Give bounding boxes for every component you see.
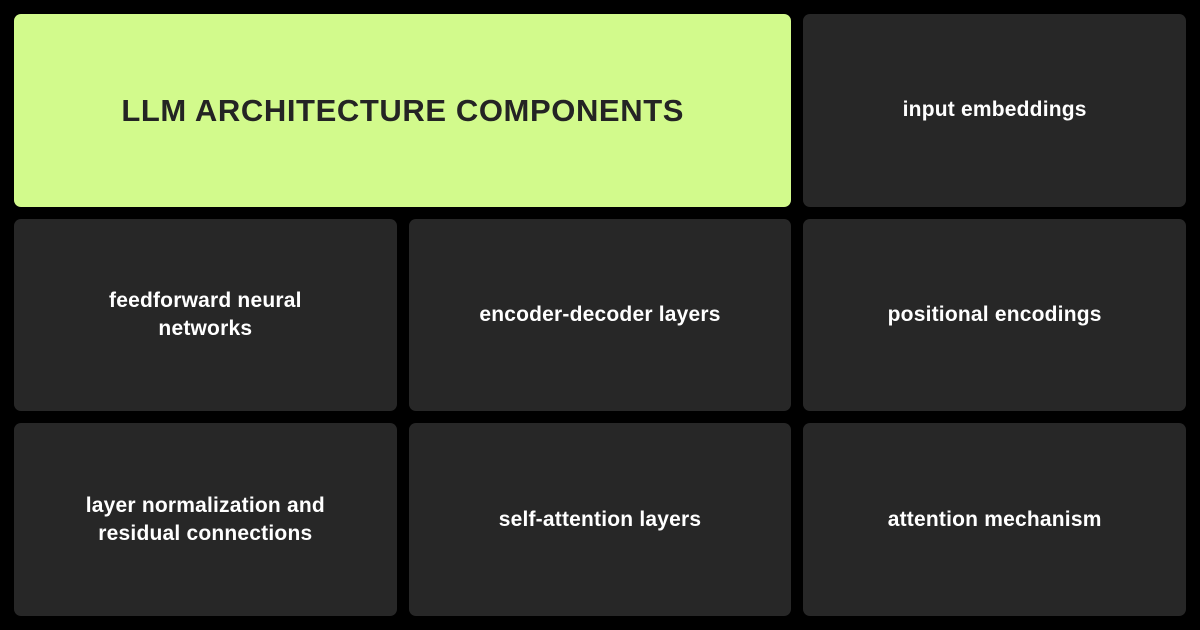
tile-attention-mechanism: attention mechanism (803, 423, 1186, 616)
tile-layer-normalization-residual-connections: layer normalization and residual connect… (14, 423, 397, 616)
tile-encoder-decoder-layers: encoder-decoder layers (408, 218, 792, 412)
tile-label: feedforward neural networks (109, 289, 302, 340)
tile-positional-encodings: positional encodings (803, 218, 1186, 412)
tile-label: self-attention layers (498, 507, 702, 531)
title-card: LLM ARCHITECTURE COMPONENTS (14, 14, 792, 207)
tile-input-embeddings: input embeddings (803, 14, 1186, 207)
tile-label: attention mechanism (887, 507, 1102, 531)
tile-label: encoder-decoder layers (479, 303, 721, 327)
tile-label: positional encodings (887, 303, 1102, 327)
tile-label: layer normalization and residual connect… (85, 493, 325, 545)
page-title: LLM ARCHITECTURE COMPONENTS (121, 92, 685, 128)
tile-label: input embeddings (902, 98, 1087, 122)
tile-feedforward-neural-networks: feedforward neural networks (14, 218, 397, 412)
tile-self-attention-layers: self-attention layers (408, 423, 792, 616)
